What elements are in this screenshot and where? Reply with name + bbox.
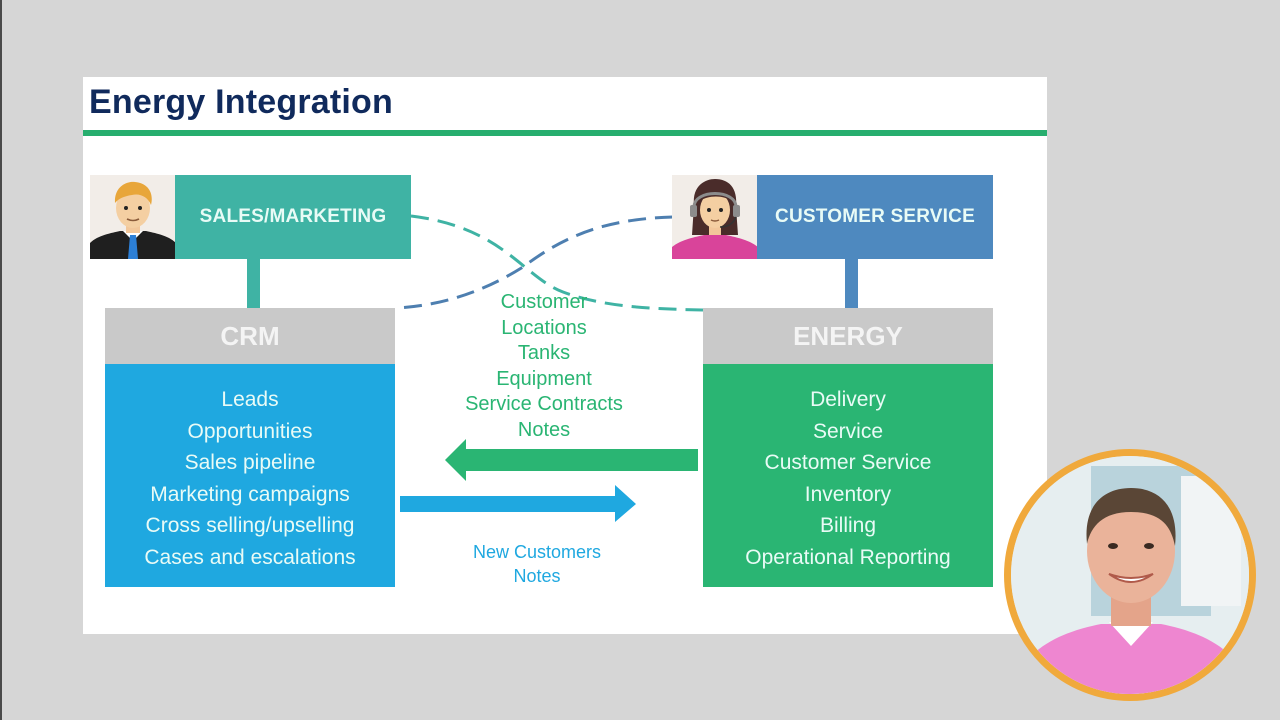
energy-item: Service bbox=[812, 419, 884, 443]
energy-to-crm-data-list: Customer Locations Tanks Equipment Servi… bbox=[444, 290, 644, 443]
crm-item: Sales pipeline bbox=[184, 451, 316, 475]
customer-service-role-box: CUSTOMER SERVICE bbox=[757, 175, 993, 259]
crm-item: Cross selling/upselling bbox=[145, 514, 355, 538]
diagram-connectors bbox=[397, 214, 704, 522]
energy-item: Billing bbox=[819, 514, 877, 538]
energy-header: ENERGY bbox=[703, 308, 993, 364]
slide-title: Energy Integration bbox=[89, 83, 393, 121]
businessman-avatar-icon bbox=[90, 175, 176, 259]
energy-item: Delivery bbox=[810, 388, 886, 411]
crm-item: Opportunities bbox=[187, 419, 313, 443]
flow-item: Customer bbox=[500, 291, 588, 313]
crm-item: Cases and escalations bbox=[144, 545, 356, 569]
crm-item: Marketing campaigns bbox=[150, 482, 350, 506]
crm-header-label: CRM bbox=[220, 320, 280, 351]
crm-header: CRM bbox=[105, 308, 395, 364]
arrow-left-energy-to-crm bbox=[445, 439, 698, 481]
energy-feature-list: Delivery Service Customer Service Invent… bbox=[703, 364, 993, 587]
crm-feature-list: Leads Opportunities Sales pipeline Marke… bbox=[105, 364, 395, 587]
flow-item: New Customers bbox=[472, 542, 602, 562]
crm-to-energy-data-list: New Customers Notes bbox=[437, 540, 637, 588]
title-divider bbox=[83, 130, 1047, 136]
sales-to-crm-connector bbox=[247, 259, 260, 309]
headset-agent-avatar-icon bbox=[672, 175, 758, 259]
flow-item: Tanks bbox=[517, 342, 571, 364]
service-to-crm-dashed-connector bbox=[397, 215, 674, 310]
energy-item: Inventory bbox=[804, 482, 892, 506]
flow-item: Equipment bbox=[496, 367, 592, 390]
service-to-energy-connector bbox=[845, 259, 858, 309]
customer-service-label: CUSTOMER SERVICE bbox=[775, 206, 975, 227]
sales-marketing-role-box: SALES/MARKETING bbox=[175, 175, 411, 259]
flow-item: Notes bbox=[517, 418, 571, 441]
flow-item: Service Contracts bbox=[465, 393, 623, 415]
flow-item: Notes bbox=[513, 566, 561, 586]
energy-header-label: ENERGY bbox=[793, 320, 903, 351]
window-edge bbox=[0, 0, 2, 720]
flow-item: Locations bbox=[501, 316, 587, 339]
slide: Energy Integration SALES/MARKETING bbox=[83, 77, 1047, 634]
crm-item: Leads bbox=[221, 388, 279, 411]
sales-marketing-label: SALES/MARKETING bbox=[199, 206, 387, 227]
sales-to-energy-dashed-connector bbox=[410, 214, 704, 312]
energy-item: Operational Reporting bbox=[745, 545, 951, 569]
energy-item: Customer Service bbox=[764, 451, 932, 475]
arrow-right-crm-to-energy bbox=[400, 485, 636, 522]
presenter-webcam-photo bbox=[1004, 449, 1256, 701]
